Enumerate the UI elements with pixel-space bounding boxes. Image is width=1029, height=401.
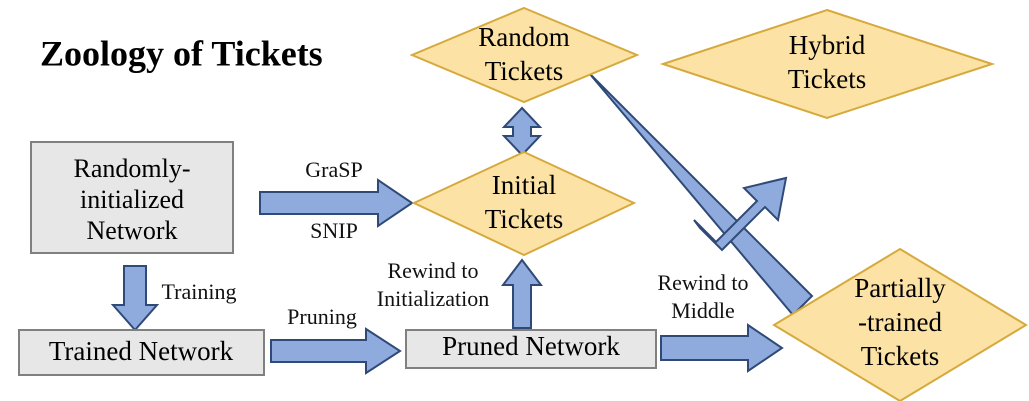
node-partially-trained-tickets-label-line2: -trained xyxy=(858,307,942,337)
node-pruned-network-label: Pruned Network xyxy=(442,331,620,361)
arrow-training xyxy=(110,265,160,332)
node-trained-network[interactable] xyxy=(18,329,265,376)
edge-label-rewind-to-middle-line2: Middle xyxy=(671,298,735,323)
edge-label-snip: SNIP xyxy=(310,218,358,243)
edge-label-rewind-to-initialization-line2: Initialization xyxy=(377,286,489,311)
node-randomly-initialized-network-label-line3: Network xyxy=(87,216,178,245)
edge-label-grasp: GraSP xyxy=(305,157,362,182)
node-randomly-initialized-network[interactable] xyxy=(30,141,234,254)
arrow-pruning xyxy=(270,327,402,375)
edge-label-training: Training xyxy=(162,279,237,304)
page-title: Zoology of Tickets xyxy=(40,33,323,73)
arrow-initial-random-double xyxy=(501,106,543,157)
arrow-rewind-to-middle xyxy=(660,323,784,373)
node-initial-tickets-label-line2: Tickets xyxy=(485,204,564,234)
node-random-tickets[interactable] xyxy=(409,6,640,104)
node-random-tickets-label-line1: Random xyxy=(478,22,570,52)
node-randomly-initialized-network-label-line2: initialized xyxy=(80,185,184,214)
node-partially-trained-tickets-label-line1: Partially xyxy=(854,273,946,303)
node-initial-tickets-label-line1: Initial xyxy=(492,170,556,200)
arrow-grasp-snip xyxy=(259,178,414,228)
node-trained-network-label: Trained Network xyxy=(49,336,234,366)
edge-label-rewind-to-initialization-line1: Rewind to xyxy=(387,258,478,283)
edge-label-pruning: Pruning xyxy=(287,304,357,329)
arrow-rewind-to-initialization xyxy=(500,258,544,329)
node-pruned-network[interactable] xyxy=(405,329,657,369)
node-hybrid-tickets-label-line1: Hybrid xyxy=(789,30,866,60)
arrow-to-hybrid-tickets xyxy=(693,176,788,252)
node-random-tickets-label-line2: Tickets xyxy=(485,56,564,86)
node-randomly-initialized-network-label-line1: Randomly- xyxy=(74,154,191,183)
node-partially-trained-tickets[interactable] xyxy=(772,247,1028,401)
node-hybrid-tickets-label-line2: Tickets xyxy=(788,64,867,94)
node-initial-tickets[interactable] xyxy=(411,150,637,257)
node-partially-trained-tickets-label-line3: Tickets xyxy=(861,341,940,371)
node-hybrid-tickets[interactable] xyxy=(659,8,996,120)
edge-label-rewind-to-middle-line1: Rewind to xyxy=(657,270,748,295)
